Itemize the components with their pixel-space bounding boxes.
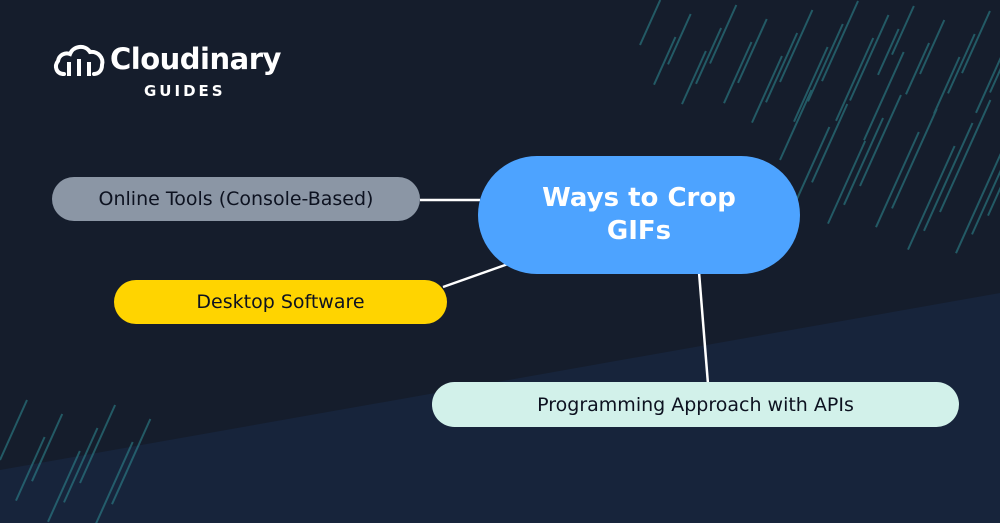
decorative-stripe bbox=[859, 94, 902, 187]
decorative-stripe bbox=[849, 14, 890, 101]
decorative-stripe bbox=[907, 145, 956, 251]
connector-program bbox=[697, 271, 710, 385]
decorative-stripe bbox=[111, 418, 152, 505]
branch-desktop-software: Desktop Software bbox=[114, 280, 447, 324]
center-node-label: Ways to Crop GIFs bbox=[542, 183, 736, 246]
brand-name: Cloudinary bbox=[110, 42, 281, 76]
branch-online-tools: Online Tools (Console-Based) bbox=[52, 177, 420, 221]
decorative-stripe bbox=[95, 441, 134, 523]
decorative-stripe bbox=[989, 67, 1000, 93]
brand-subtitle: GUIDES bbox=[144, 82, 226, 100]
decorative-stripe bbox=[811, 103, 849, 183]
decorative-stripe bbox=[875, 131, 920, 228]
branch-programming-approach-label: Programming Approach with APIs bbox=[537, 393, 854, 416]
decorative-stripe bbox=[793, 46, 829, 123]
decorative-stripe bbox=[923, 122, 974, 232]
center-node: Ways to Crop GIFs bbox=[478, 156, 800, 274]
decorative-stripe bbox=[667, 13, 692, 65]
decorative-stripe bbox=[807, 23, 844, 102]
decorative-stripe bbox=[737, 18, 768, 84]
branch-programming-approach: Programming Approach with APIs bbox=[432, 382, 959, 427]
decorative-stripe bbox=[15, 436, 46, 502]
decorative-stripe bbox=[653, 36, 677, 86]
branch-desktop-software-label: Desktop Software bbox=[196, 291, 365, 313]
decorative-stripe bbox=[63, 427, 99, 503]
decorative-stripe bbox=[779, 9, 814, 83]
brand-logo[interactable]: Cloudinary GUIDES bbox=[52, 40, 292, 104]
decorative-stripe bbox=[975, 57, 1000, 114]
decorative-stripe bbox=[0, 399, 28, 461]
decorative-stripe bbox=[947, 33, 976, 94]
decorative-stripe bbox=[961, 10, 991, 74]
decorative-stripe bbox=[905, 42, 930, 95]
branch-online-tools-label: Online Tools (Console-Based) bbox=[98, 188, 374, 210]
decorative-stripe bbox=[765, 32, 799, 103]
decorative-stripe bbox=[821, 0, 859, 82]
decorative-stripe bbox=[877, 28, 900, 76]
decorative-stripe bbox=[863, 51, 905, 141]
decorative-stripe bbox=[681, 50, 707, 105]
decorative-stripe bbox=[843, 117, 884, 206]
decorative-stripe bbox=[891, 5, 915, 56]
decorative-stripe bbox=[939, 99, 992, 213]
decorative-stripe bbox=[835, 37, 875, 122]
decorative-stripe bbox=[971, 169, 1000, 235]
decorative-stripe bbox=[827, 140, 867, 225]
decorative-stripe bbox=[987, 186, 1000, 217]
decorative-stripe bbox=[79, 404, 117, 484]
decorative-stripe bbox=[751, 55, 783, 124]
decorative-stripe bbox=[891, 108, 938, 209]
connector-desktop bbox=[442, 262, 509, 289]
decorative-stripe bbox=[709, 4, 738, 64]
decorative-stripe bbox=[795, 126, 831, 202]
decorative-stripe bbox=[47, 450, 81, 523]
decorative-stripe bbox=[779, 89, 813, 161]
decorative-stripe bbox=[723, 41, 753, 104]
decorative-stripe bbox=[919, 19, 946, 75]
cloud-logo-icon bbox=[54, 45, 105, 76]
decorative-stripe bbox=[695, 27, 723, 85]
decorative-stripe bbox=[933, 56, 961, 115]
decorative-stripe bbox=[31, 413, 64, 482]
decorative-stripe bbox=[639, 0, 662, 46]
